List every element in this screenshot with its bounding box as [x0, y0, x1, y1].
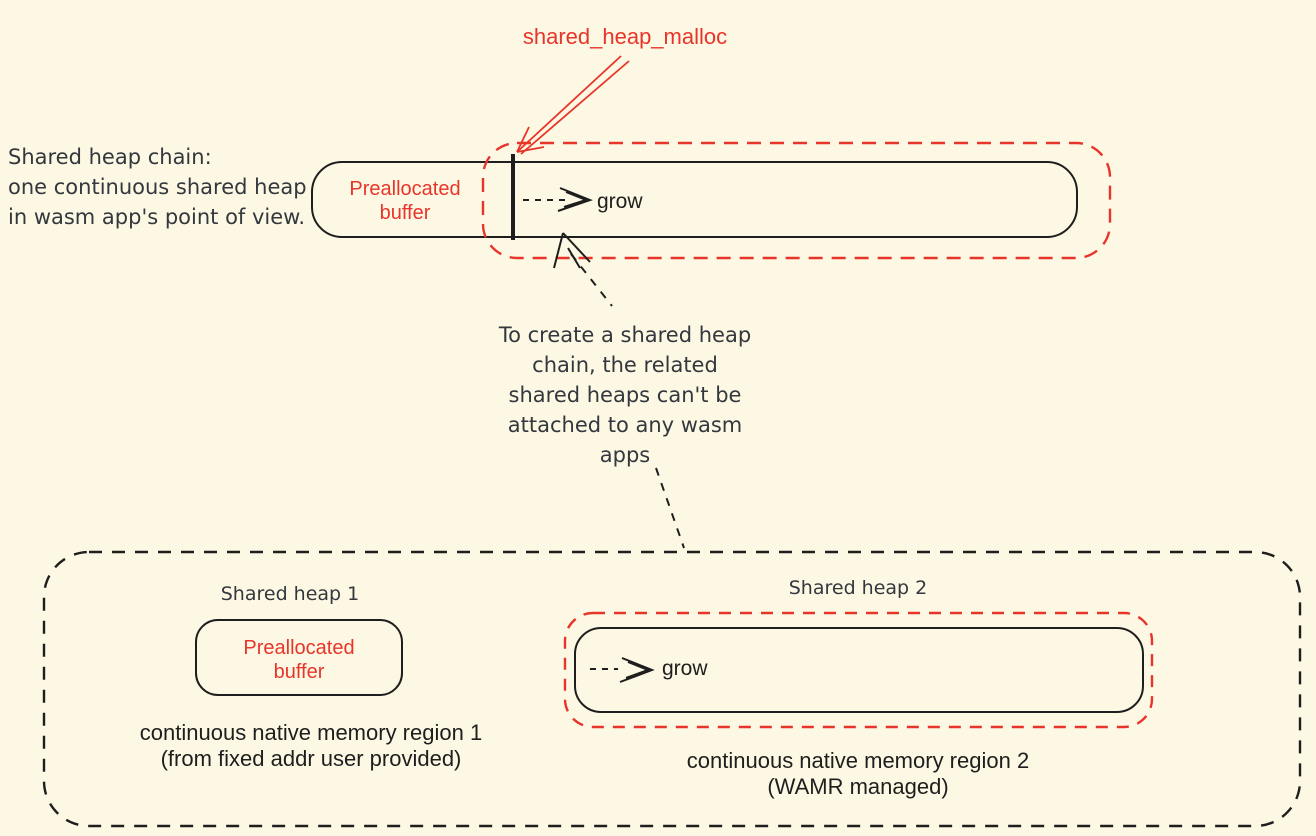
connector-note-top	[570, 253, 613, 307]
grow-arrow-bottom	[590, 657, 655, 683]
heap1-buffer-box	[195, 619, 403, 696]
heap2-caption: continuous native memory region 2 (WAMR …	[686, 748, 1030, 799]
preallocated-buffer-label-bottom: Preallocated buffer	[243, 637, 355, 683]
heap-group-dashed-box	[42, 550, 1302, 828]
heap1-title: Shared heap 1	[220, 583, 360, 605]
connector-note-bottom	[655, 467, 685, 549]
shared-heap-chain-box	[311, 161, 1078, 238]
heap1-caption: continuous native memory region 1 (from …	[139, 720, 483, 771]
preallocated-buffer-label-top: Preallocated buffer	[349, 178, 461, 224]
cursor-arrow	[553, 232, 591, 269]
grow-arrow-top	[523, 187, 593, 212]
malloc-arrow	[516, 55, 630, 155]
heap2-box	[574, 627, 1144, 713]
chain-region-dashed-box	[481, 141, 1112, 260]
grow-label-bottom: grow	[662, 657, 708, 680]
create-chain-note: To create a shared heap chain, the relat…	[498, 323, 752, 467]
grow-label-top: grow	[597, 190, 643, 213]
chain-note: Shared heap chain: one continuous shared…	[8, 145, 307, 229]
heap2-title: Shared heap 2	[788, 577, 928, 599]
malloc-label: shared_heap_malloc	[522, 24, 728, 49]
